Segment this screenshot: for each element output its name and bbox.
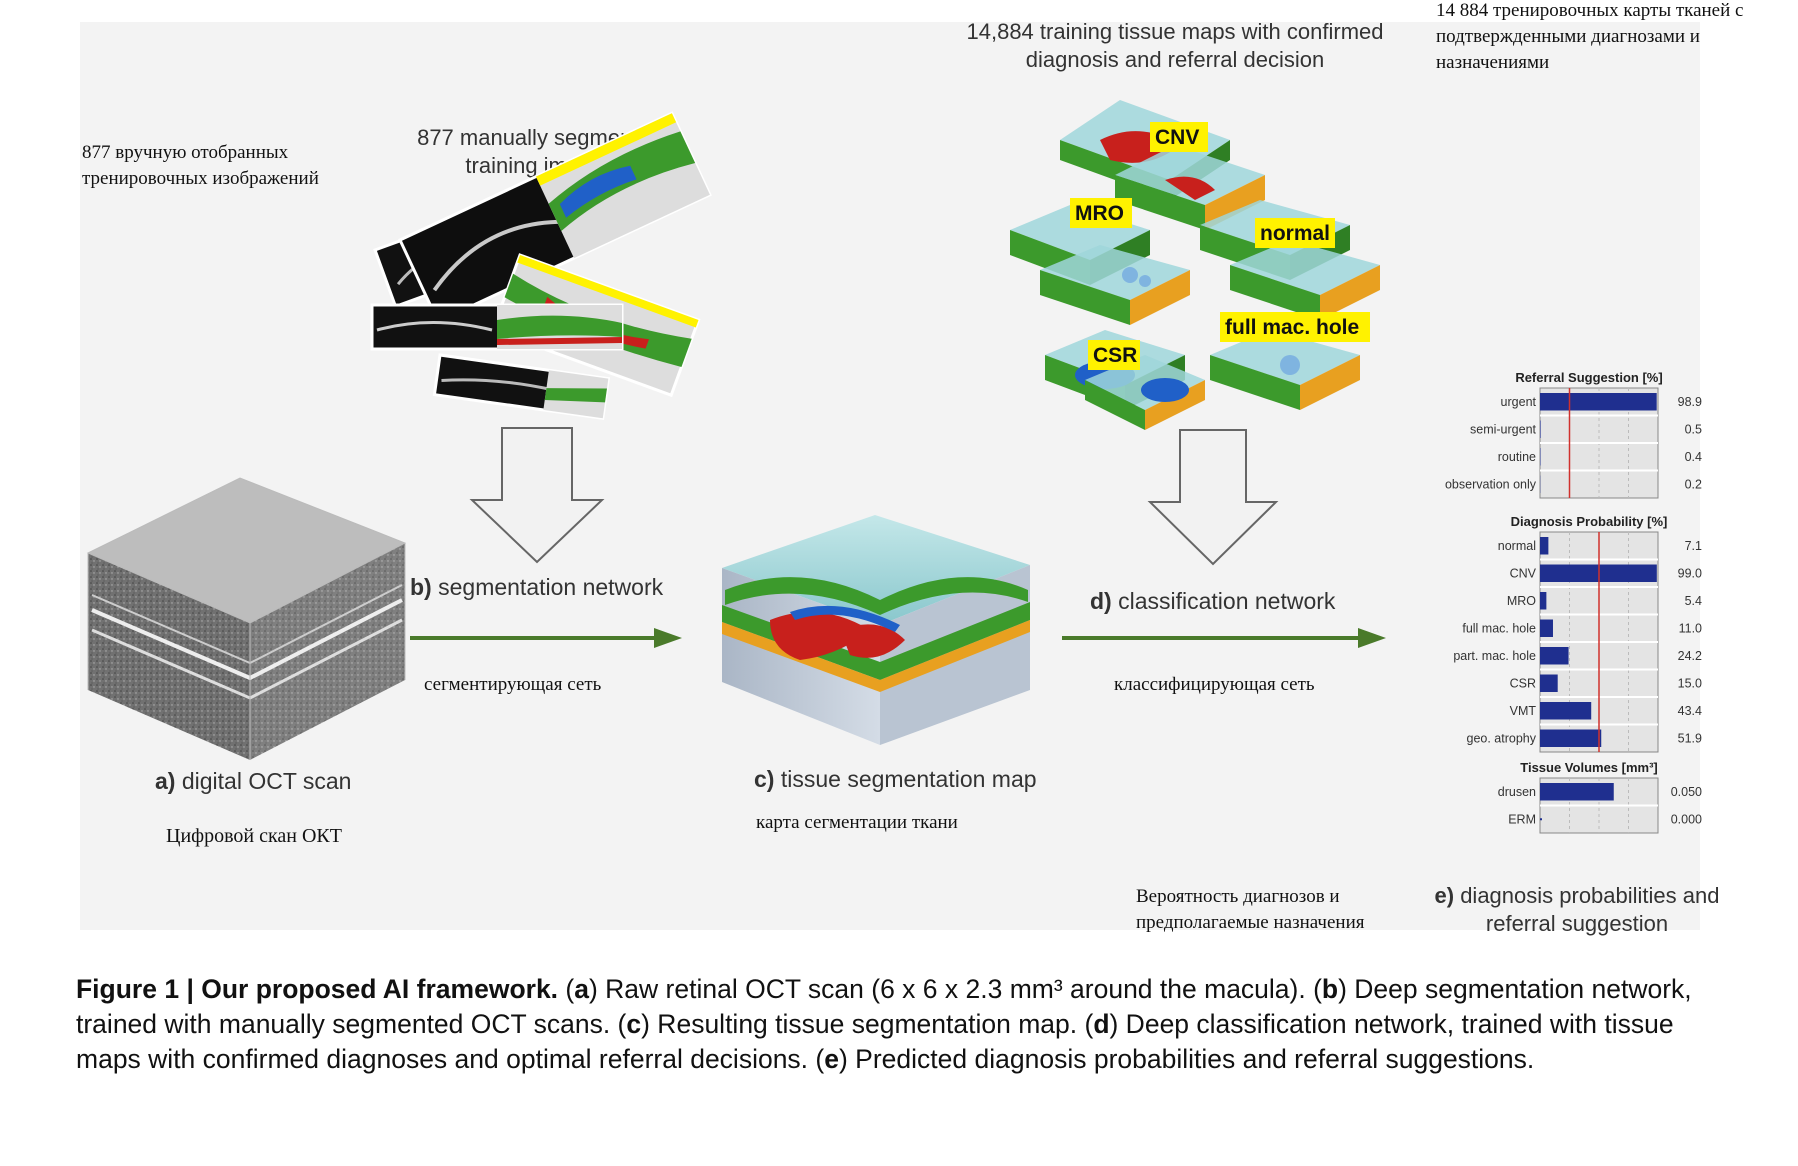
- chart-category-label: CNV: [1510, 566, 1537, 580]
- chart-bar: [1540, 592, 1547, 610]
- map-ru: карта сегментации ткани: [756, 812, 958, 833]
- chart-category-label: drusen: [1498, 785, 1536, 799]
- svg-text:CSR: CSR: [1093, 344, 1137, 367]
- label-d: d) classification network: [1090, 588, 1336, 614]
- down-arrow-classification: [1147, 429, 1279, 566]
- e-ru: Вероятность диагнозов и предполагаемые н…: [1136, 886, 1365, 933]
- svg-text:normal: normal: [1260, 222, 1330, 245]
- chart-value-label: 0.2: [1685, 477, 1702, 491]
- chart-value-label: 0.4: [1685, 450, 1702, 464]
- label-a: a) digital OCT scan: [155, 768, 352, 794]
- svg-text:CNV: CNV: [1155, 126, 1199, 149]
- cls-training-label: 14,884 training tissue maps with confirm…: [966, 19, 1384, 72]
- chart-bar: [1540, 393, 1657, 411]
- chart-bar: [1540, 647, 1569, 665]
- label-b: b) segmentation network: [410, 574, 664, 600]
- pipeline-diagram: CNV MRO normal CSR full mac. hole: [86, 100, 1386, 760]
- chart-title: Referral Suggestion [%]: [1515, 370, 1662, 385]
- arrow-to-segmentation-map: [410, 628, 682, 648]
- cls-training-ru: 14 884 тренировочных карты тканей с подт…: [1436, 0, 1744, 73]
- chart-category-label: VMT: [1510, 704, 1537, 718]
- chart-bar: [1540, 420, 1541, 438]
- seg-training-ru: 877 вручную отобранных тренировочных изо…: [82, 142, 319, 189]
- label-c: c) tissue segmentation map: [754, 766, 1037, 792]
- chart-value-label: 0.050: [1671, 785, 1702, 799]
- chart-category-label: ERM: [1508, 812, 1536, 826]
- seg-net-ru: сегментирующая сеть: [424, 674, 602, 695]
- chart-bar: [1540, 729, 1602, 747]
- arrow-to-classification-output: [1062, 628, 1386, 648]
- tag-full-mac-hole: full mac. hole: [1220, 312, 1370, 342]
- chart-category-label: MRO: [1507, 594, 1536, 608]
- chart-category-label: normal: [1498, 539, 1536, 553]
- chart-value-label: 11.0: [1679, 621, 1702, 635]
- segmented-training-images: [370, 111, 712, 420]
- tag-csr: CSR: [1088, 340, 1140, 370]
- chart-category-label: full mac. hole: [1462, 621, 1536, 635]
- diagnosis-charts: Referral Suggestion [%] urgent 98.9 semi-ur…: [1445, 370, 1702, 834]
- svg-text:MRO: MRO: [1075, 202, 1124, 225]
- chart-bar: [1540, 674, 1558, 692]
- svg-text:full mac. hole: full mac. hole: [1225, 316, 1359, 339]
- chart-title: Diagnosis Probability [%]: [1511, 514, 1668, 529]
- chart-value-label: 7.1: [1685, 539, 1702, 553]
- cls-net-ru: классифицирующая сеть: [1114, 674, 1315, 695]
- chart-bar: [1540, 783, 1614, 801]
- label-e: e) diagnosis probabilities and referral …: [1434, 883, 1720, 936]
- chart-category-label: observation only: [1445, 477, 1537, 491]
- chart-category-label: geo. atrophy: [1467, 731, 1537, 745]
- chart-value-label: 15.0: [1678, 676, 1702, 690]
- chart-category-label: CSR: [1510, 676, 1536, 690]
- figure-caption: Figure 1 | Our proposed AI framework. (a…: [76, 974, 1692, 1074]
- chart-value-label: 99.0: [1678, 566, 1702, 580]
- oct-scan-cube: [86, 477, 407, 760]
- oct-ru: Цифровой скан ОКТ: [166, 825, 342, 847]
- chart-value-label: 0.000: [1671, 812, 1702, 826]
- figure-background: [80, 22, 1700, 930]
- training-tissue-maps: CNV MRO normal CSR full mac. hole: [1010, 100, 1380, 430]
- chart-value-label: 0.5: [1685, 422, 1702, 436]
- tag-mro: MRO: [1070, 198, 1132, 228]
- chart-category-label: semi-urgent: [1470, 422, 1537, 436]
- chart-title: Tissue Volumes [mm³]: [1520, 760, 1658, 775]
- chart-value-label: 43.4: [1678, 704, 1702, 718]
- chart-value-label: 24.2: [1678, 649, 1702, 663]
- chart-bar: [1540, 537, 1549, 555]
- chart-category-label: urgent: [1501, 395, 1537, 409]
- chart-value-label: 5.4: [1685, 594, 1702, 608]
- chart-value-label: 51.9: [1678, 731, 1702, 745]
- chart-bar: [1540, 702, 1592, 720]
- chart-category-label: routine: [1498, 450, 1536, 464]
- chart-value-label: 98.9: [1678, 395, 1702, 409]
- down-arrow-segmentation: [469, 427, 605, 564]
- tag-normal: normal: [1255, 218, 1335, 248]
- tag-cnv: CNV: [1150, 122, 1208, 152]
- chart-bar: [1540, 619, 1553, 637]
- chart-category-label: part. mac. hole: [1453, 649, 1536, 663]
- tissue-segmentation-map: [722, 515, 1030, 745]
- chart-bar: [1540, 818, 1542, 821]
